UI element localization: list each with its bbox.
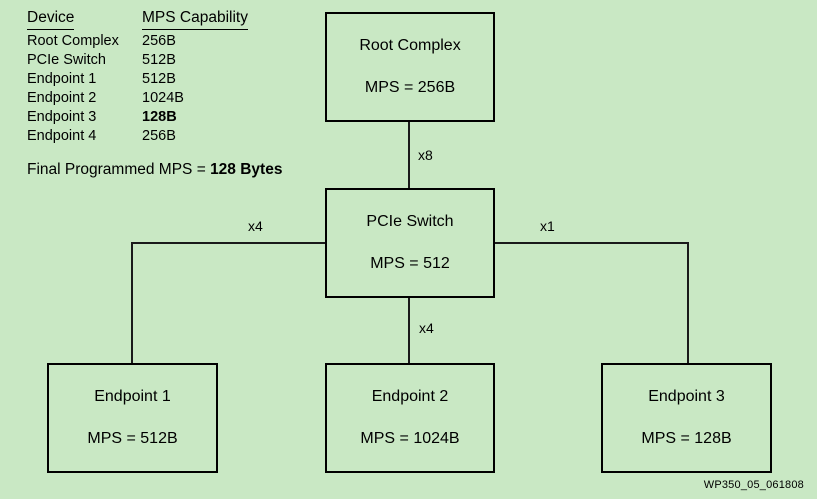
column-header-device: Device bbox=[27, 8, 75, 30]
link-width-label-x4-endpoint2: x4 bbox=[419, 320, 434, 336]
link-switch-to-endpoint1-horizontal bbox=[131, 242, 326, 244]
node-mps-value: MPS = 1024B bbox=[360, 430, 460, 447]
cell-capability: 512B bbox=[142, 71, 176, 87]
node-mps-value: MPS = 128B bbox=[641, 430, 732, 447]
node-root-complex[interactable]: Root Complex MPS = 256B bbox=[325, 12, 495, 122]
cell-capability-highlighted: 128B bbox=[142, 109, 177, 125]
node-title: PCIe Switch bbox=[366, 213, 454, 230]
link-switch-to-endpoint2 bbox=[408, 296, 410, 365]
link-width-label-x8: x8 bbox=[418, 147, 433, 163]
final-programmed-mps: Final Programmed MPS = 128 Bytes bbox=[27, 160, 282, 180]
table-row: Endpoint 2 1024B bbox=[27, 89, 327, 108]
link-root-complex-to-switch bbox=[408, 120, 410, 190]
node-mps-value: MPS = 512 bbox=[370, 255, 450, 272]
table-row: PCIe Switch 512B bbox=[27, 51, 327, 70]
cell-device: Endpoint 4 bbox=[27, 128, 97, 144]
cell-device: PCIe Switch bbox=[27, 52, 106, 68]
final-mps-label: Final Programmed MPS = bbox=[27, 161, 211, 178]
node-endpoint-2[interactable]: Endpoint 2 MPS = 1024B bbox=[325, 363, 495, 473]
cell-device: Endpoint 1 bbox=[27, 71, 97, 87]
cell-capability: 1024B bbox=[142, 90, 184, 106]
link-width-label-x1-endpoint3: x1 bbox=[540, 218, 555, 234]
link-switch-to-endpoint1-vertical bbox=[131, 242, 133, 365]
node-endpoint-1[interactable]: Endpoint 1 MPS = 512B bbox=[47, 363, 218, 473]
cell-device: Endpoint 2 bbox=[27, 90, 97, 106]
cell-device: Endpoint 3 bbox=[27, 109, 97, 125]
table-row: Endpoint 3 128B bbox=[27, 108, 327, 127]
table-row: Endpoint 1 512B bbox=[27, 70, 327, 89]
cell-capability: 512B bbox=[142, 52, 176, 68]
link-width-label-x4-endpoint1: x4 bbox=[248, 218, 263, 234]
figure-watermark: WP350_05_061808 bbox=[703, 479, 804, 491]
table-row: Root Complex 256B bbox=[27, 32, 327, 51]
link-switch-to-endpoint3-horizontal bbox=[493, 242, 689, 244]
node-mps-value: MPS = 256B bbox=[364, 79, 456, 96]
node-mps-value: MPS = 512B bbox=[87, 430, 178, 447]
column-header-mps-capability: MPS Capability bbox=[142, 8, 248, 30]
cell-capability: 256B bbox=[142, 33, 176, 49]
cell-device: Root Complex bbox=[27, 33, 119, 49]
node-title: Endpoint 3 bbox=[648, 388, 725, 405]
mps-capability-table: Device MPS Capability Root Complex 256B … bbox=[27, 8, 327, 146]
node-pcie-switch[interactable]: PCIe Switch MPS = 512 bbox=[325, 188, 495, 298]
final-mps-value: 128 Bytes bbox=[210, 161, 283, 178]
node-title: Endpoint 1 bbox=[94, 388, 171, 405]
node-endpoint-3[interactable]: Endpoint 3 MPS = 128B bbox=[601, 363, 772, 473]
link-switch-to-endpoint3-vertical bbox=[687, 242, 689, 365]
table-row: Endpoint 4 256B bbox=[27, 127, 327, 146]
table-header-row: Device MPS Capability bbox=[27, 8, 327, 32]
cell-capability: 256B bbox=[142, 128, 176, 144]
node-title: Endpoint 2 bbox=[371, 388, 449, 405]
node-title: Root Complex bbox=[359, 37, 461, 54]
